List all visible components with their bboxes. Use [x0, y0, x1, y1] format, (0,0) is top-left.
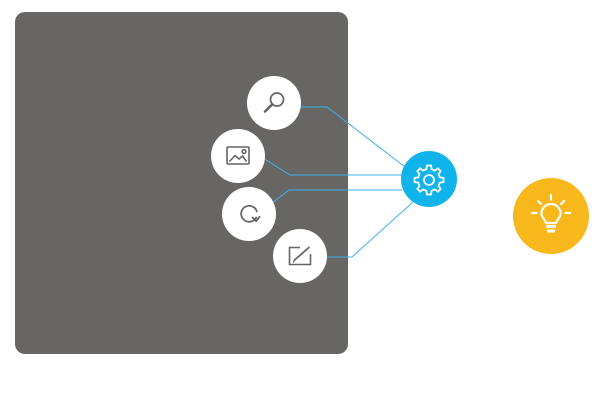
edit-button[interactable]: [273, 229, 327, 283]
lightbulb-icon: [530, 193, 572, 233]
settings-hub[interactable]: [401, 151, 457, 207]
dark-panel: [15, 12, 348, 354]
refresh-button[interactable]: [222, 187, 276, 241]
idea-badge: [513, 178, 589, 254]
image-button[interactable]: [211, 129, 265, 183]
gear-icon: [413, 164, 445, 196]
search-button[interactable]: [247, 76, 301, 130]
edit-icon: [288, 246, 312, 266]
search-icon: [263, 92, 285, 113]
image-icon: [226, 146, 250, 165]
refresh-icon: [240, 204, 261, 223]
